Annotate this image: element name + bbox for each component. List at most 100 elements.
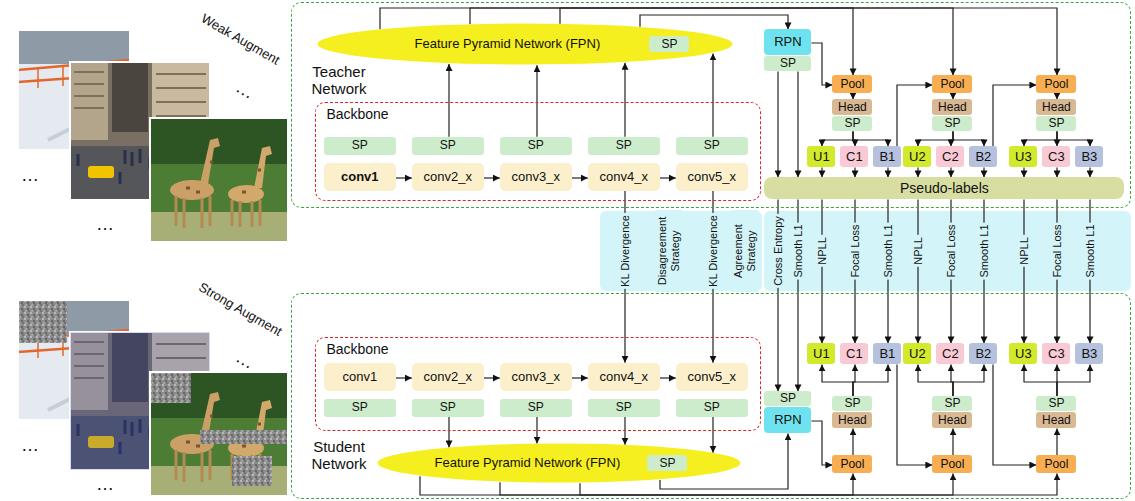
node-label: conv2_x	[424, 370, 472, 384]
connector	[1056, 167, 1057, 177]
sp-box: SP	[500, 137, 572, 155]
loss-label: Smooth L1	[792, 224, 804, 277]
connector	[777, 71, 778, 177]
fpn-ellipse-fill	[378, 444, 741, 483]
connector	[660, 177, 676, 178]
fpn-ellipse-fill	[318, 24, 733, 65]
loss-label: Focal Loss	[945, 224, 957, 277]
connector	[712, 53, 713, 136]
pool-box: Pool	[932, 75, 972, 93]
conv-block: conv1	[324, 363, 396, 391]
connector	[572, 377, 588, 378]
loss-label-patch: Smooth L1	[1083, 222, 1097, 279]
node-label: Student Network	[300, 438, 378, 473]
annotation: …	[230, 75, 260, 106]
connector	[993, 364, 1036, 465]
loss-label: KL Divergence	[707, 215, 719, 287]
connector	[854, 167, 855, 177]
node-label: C2	[942, 347, 959, 361]
node-label: SP	[780, 57, 796, 70]
node-label: C3	[1048, 150, 1065, 164]
pool-box: Pool	[1036, 75, 1076, 93]
node-label: conv1	[342, 370, 377, 384]
conv-block: conv1	[324, 163, 396, 191]
backbone-group: BackboneSPSPSPSPSPconv1conv2_xconv3_xcon…	[315, 102, 761, 201]
conv-block: conv2_x	[412, 163, 484, 191]
connector	[1023, 167, 1024, 177]
loss-label-patch: Cross Entropy	[771, 214, 785, 288]
connector	[1057, 131, 1090, 146]
fpn-ellipse: Feature Pyramid Network (FPN)SP	[377, 443, 741, 483]
node-label: Feature Pyramid Network (FPN)	[337, 37, 677, 51]
node-label: B2	[975, 150, 991, 164]
node-label: Feature Pyramid Network (FPN)	[392, 456, 662, 470]
annotation-text: …	[232, 347, 258, 374]
uncertainty-box: U1	[807, 146, 835, 167]
node-label: C3	[1048, 347, 1065, 361]
connector	[536, 65, 537, 136]
annotation-text: …	[96, 474, 114, 495]
node-label: conv5_x	[688, 370, 736, 384]
connector	[983, 167, 984, 177]
connector	[1024, 131, 1057, 146]
sp-box: SP	[412, 399, 484, 417]
connector	[1024, 364, 1057, 396]
node-label: SP	[944, 397, 960, 410]
strategy-band	[600, 211, 762, 291]
loss-label: KL Divergence	[619, 215, 631, 287]
node-label: B2	[975, 347, 991, 361]
uncertainty-box: U3	[1009, 146, 1037, 167]
node-label: SP	[528, 401, 544, 414]
uncertainty-box: U2	[903, 343, 931, 364]
network-group: Student NetworkBackboneconv1conv2_xconv3…	[291, 293, 1131, 499]
connector	[822, 131, 853, 146]
sp-box: SP	[932, 396, 972, 411]
node-label: Pool	[840, 458, 864, 471]
cutout-noise	[151, 373, 191, 403]
annotation: Disagreement Strategy	[655, 210, 682, 292]
sp-box: SP	[832, 396, 872, 411]
sp-box: SP	[1036, 116, 1076, 131]
node-label: Head	[838, 414, 867, 427]
rpn-box: RPN	[764, 407, 811, 433]
annotation: …	[19, 434, 41, 457]
connector	[918, 131, 953, 146]
annotation: Agreement Strategy	[731, 210, 758, 292]
node-label: U3	[1015, 347, 1032, 361]
bbox-box: B3	[1075, 343, 1103, 364]
node-label: SP	[844, 397, 860, 410]
node-label: B3	[1081, 347, 1097, 361]
loss-label: Smooth L1	[882, 224, 894, 277]
connector	[853, 131, 888, 146]
head-box: Head	[832, 412, 872, 428]
annotation-text: …	[21, 435, 39, 456]
annotation-text: Strong Augment	[196, 280, 284, 340]
sp-box: SP	[588, 399, 660, 417]
node-label: conv5_x	[688, 170, 736, 184]
node-label: SP	[352, 401, 368, 414]
uncertainty-box: U1	[807, 343, 835, 364]
connector	[660, 377, 676, 378]
annotation-text: Weak Augment	[198, 12, 282, 69]
pool-box: Pool	[1036, 455, 1076, 473]
annotation: Strong Augment	[194, 278, 287, 341]
node-label: SP	[616, 401, 632, 414]
annotation: …	[230, 345, 260, 376]
sp-box: SP	[324, 137, 396, 155]
cutout-noise	[232, 456, 272, 486]
class-box: C3	[1042, 146, 1070, 167]
loss-label-patch: KL Divergence	[706, 213, 720, 289]
rpn-box: RPN	[764, 29, 811, 55]
connector	[853, 364, 888, 396]
node-label: Pool	[1044, 78, 1068, 91]
loss-label-patch: NPLL	[1017, 235, 1031, 267]
loss-label-patch: Smooth L1	[977, 222, 991, 279]
sp-box: SP	[324, 399, 396, 417]
loss-label: Focal Loss	[849, 224, 861, 277]
loss-label-patch: Smooth L1	[791, 222, 805, 279]
connector	[484, 177, 500, 178]
head-box: Head	[932, 412, 972, 428]
node-label: B1	[879, 347, 895, 361]
